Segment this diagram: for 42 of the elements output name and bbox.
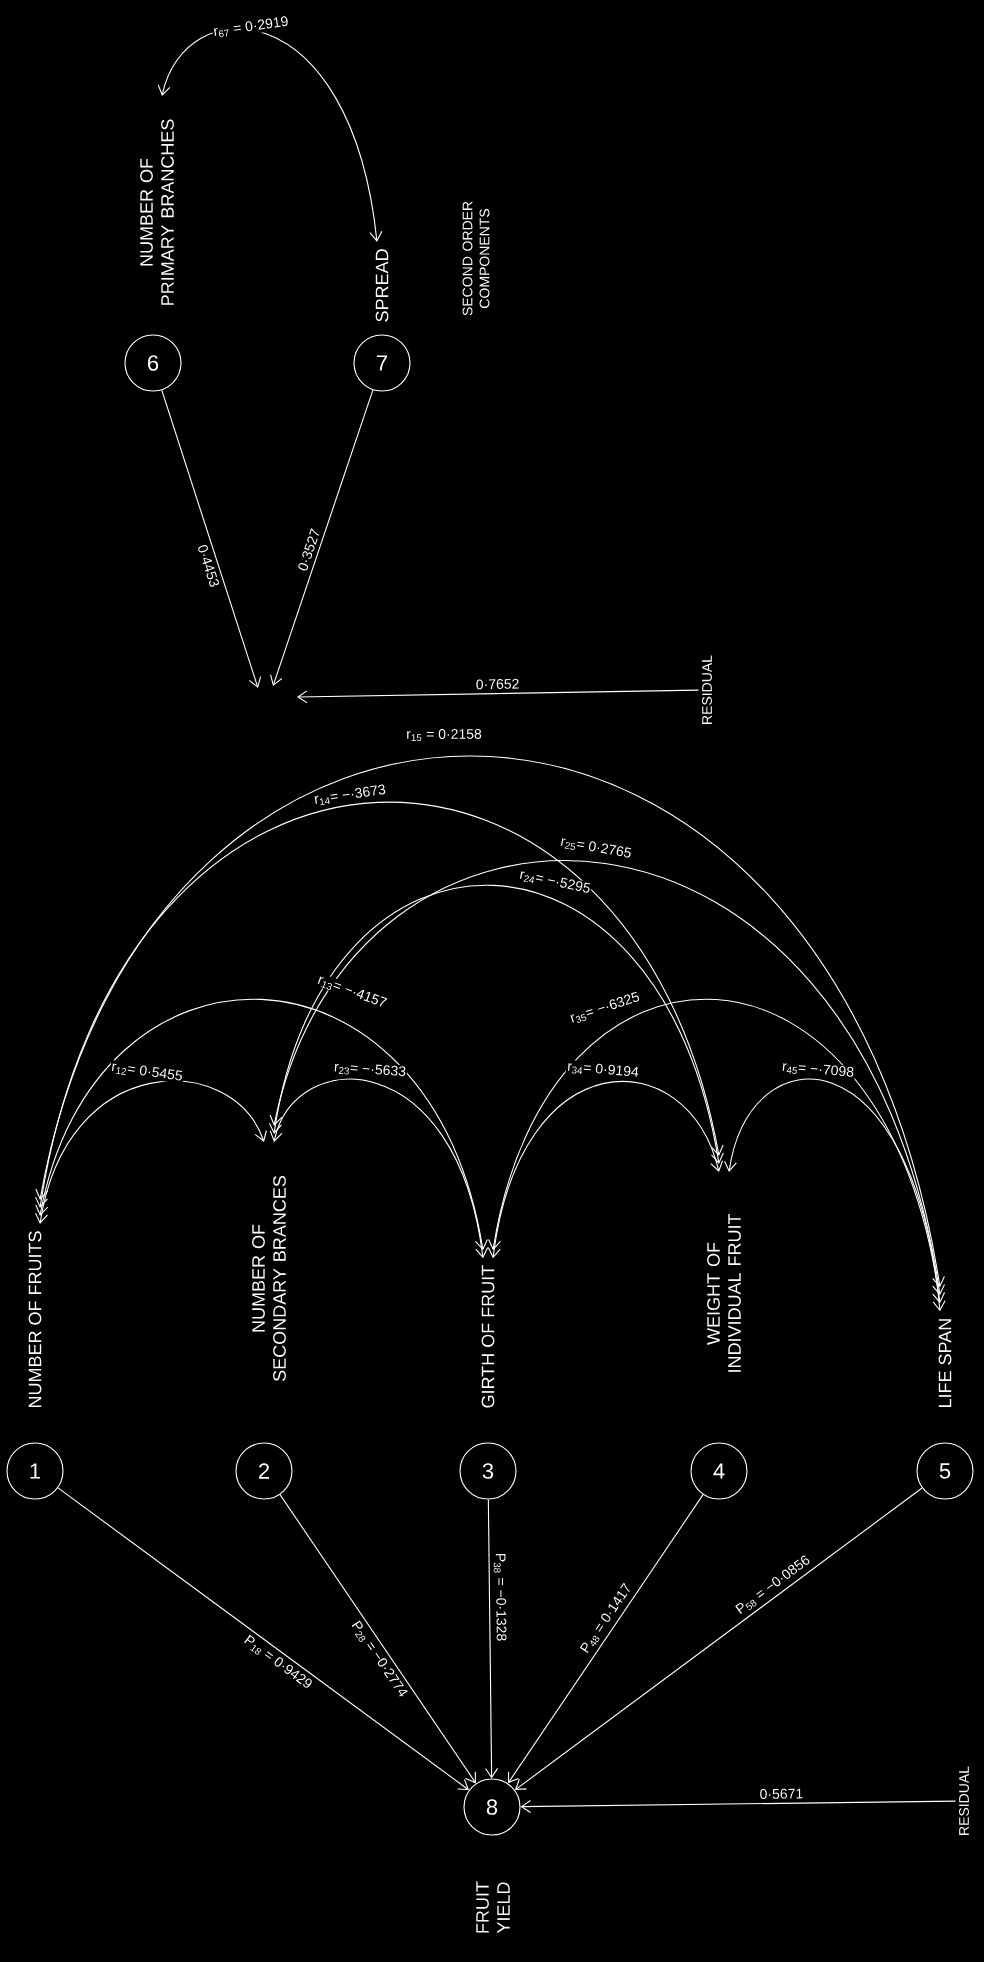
double-headed-arc — [488, 999, 946, 1304]
node-label: RESIDUAL — [959, 1766, 969, 1835]
arrow — [514, 1487, 923, 1790]
node-label: GIRTH OF FRUIT — [481, 1265, 495, 1408]
arrow — [161, 389, 262, 688]
node-label: NUMBER OF PRIMARY BRANCHES — [140, 119, 174, 305]
node-label: FRUIT YIELD — [476, 1881, 510, 1934]
edge-label: r$_{67}$ = 0·2919 — [211, 14, 291, 40]
double-headed-arc — [35, 801, 724, 1208]
node-label: NUMBER OF FRUITS — [28, 1231, 42, 1407]
node-label: LIFE SPAN — [938, 1319, 952, 1407]
edge-label: r$_{25}$= 0·2765 — [558, 834, 634, 862]
double-headed-arc — [724, 1078, 946, 1312]
edge-label: r$_{12}$= 0·5455 — [109, 1060, 185, 1085]
edge-label: r$_{24}$= −·5295 — [517, 867, 593, 897]
edge-label: r$_{23}$= −·5633 — [332, 1060, 408, 1080]
note-label: SECOND ORDER COMPONENTS — [462, 201, 490, 316]
arrow — [520, 1800, 957, 1814]
edge-label: r$_{15}$ = 0·2158 — [405, 728, 483, 743]
edge-label: r$_{45}$= −·7098 — [780, 1059, 856, 1081]
edge-label: r$_{34}$= 0·9194 — [565, 1059, 641, 1081]
edge-label: r$_{35}$= −·6325 — [567, 989, 643, 1027]
double-headed-arc — [268, 884, 724, 1164]
double-headed-arc — [487, 1081, 724, 1259]
double-headed-arc — [269, 1078, 489, 1259]
edge-label: r$_{14}$= −·3673 — [312, 782, 388, 808]
edge-label: 0·3527 — [296, 526, 322, 574]
arrow — [269, 389, 374, 686]
arrow — [508, 1494, 704, 1784]
node-label: RESIDUAL — [702, 655, 712, 724]
double-headed-arc — [35, 1080, 267, 1224]
edge-label: 0·4453 — [195, 542, 222, 590]
arrow — [297, 689, 700, 704]
node-label: NUMBER OF SECONDARY BRANCES — [252, 1175, 286, 1381]
node-label: SPREAD — [375, 249, 389, 322]
double-headed-arc — [35, 998, 488, 1251]
arrow — [485, 1499, 499, 1779]
edge-label: r$_{13}$= −·4157 — [314, 972, 390, 1012]
arrow — [279, 1494, 476, 1784]
node-label: WEIGHT OF INDIVIDUAL FRUIT — [707, 1213, 741, 1372]
arrow — [57, 1487, 469, 1791]
double-headed-arc — [269, 861, 946, 1296]
